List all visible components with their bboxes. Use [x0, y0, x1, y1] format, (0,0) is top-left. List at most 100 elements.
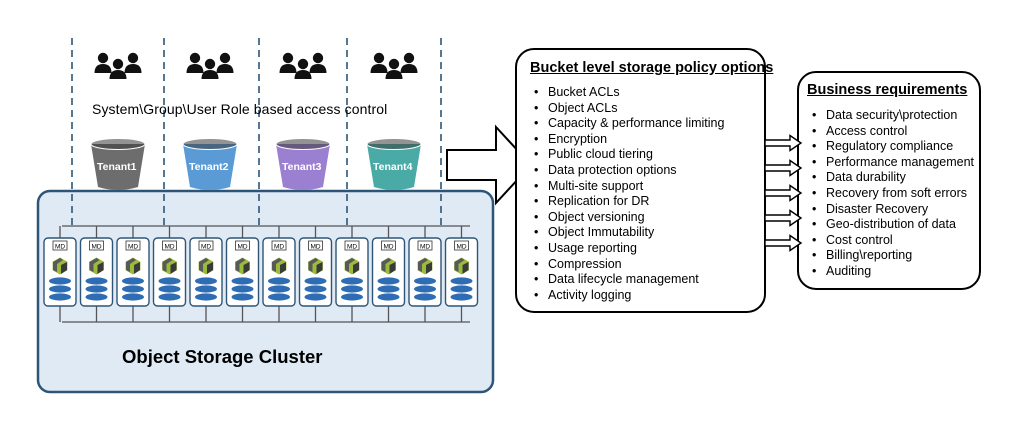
requirement-item: Geo-distribution of data — [810, 217, 974, 233]
policy-item: Data protection options — [532, 163, 724, 179]
user-group-icon — [370, 52, 418, 79]
storage-node: MD — [408, 237, 442, 307]
storage-nodes: MD MD MD MD MD MD MD MD MD MD MD MD — [43, 237, 479, 307]
policy-item: Object ACLs — [532, 101, 724, 117]
svg-text:MD: MD — [91, 244, 101, 251]
policy-item: Multi-site support — [532, 179, 724, 195]
storage-node: MD — [43, 237, 77, 307]
mini-arrow-icon — [764, 234, 803, 252]
requirement-item: Disaster Recovery — [810, 202, 974, 218]
database-icon — [122, 277, 144, 301]
hexagon-icon — [454, 257, 469, 275]
hexagon-icon — [271, 257, 287, 275]
md-badge: MD — [308, 240, 323, 251]
md-badge: MD — [235, 240, 250, 251]
user-group-icon — [186, 52, 234, 79]
database-icon — [377, 277, 400, 301]
md-badge: MD — [89, 240, 104, 251]
policy-item: Capacity & performance limiting — [532, 116, 724, 132]
md-badge: MD — [162, 240, 177, 251]
tenant-separators — [71, 38, 442, 228]
user-group-icon — [279, 52, 327, 79]
hexagon-icon — [235, 257, 250, 275]
storage-node: MD — [189, 237, 223, 307]
requirement-item: Data durability — [810, 170, 974, 186]
access-control-label: System\Group\User Role based access cont… — [92, 101, 388, 117]
policy-to-requirement-arrows — [764, 134, 803, 252]
svg-text:MD: MD — [164, 244, 174, 251]
hexagon-icon — [125, 257, 141, 275]
bucket-icon — [90, 138, 146, 190]
requirement-item: Cost control — [810, 233, 974, 249]
storage-node: MD — [335, 237, 369, 307]
md-badge: MD — [454, 240, 469, 251]
svg-text:MD: MD — [128, 244, 138, 251]
svg-text:MD: MD — [383, 244, 393, 251]
requirements-title: Business requirements — [807, 82, 968, 98]
mini-arrow-icon — [764, 184, 803, 202]
tenant-label: Tenant4 — [373, 161, 413, 173]
policy-item: Activity logging — [532, 288, 724, 304]
svg-text:MD: MD — [201, 244, 211, 251]
policy-item: Replication for DR — [532, 194, 724, 210]
cluster-network — [62, 225, 470, 323]
hexagon-icon — [308, 257, 323, 275]
policy-item: Data lifecycle management — [532, 272, 724, 288]
mini-arrow-icon — [764, 159, 803, 177]
requirement-item: Data security\protection — [810, 108, 974, 124]
md-badge: MD — [125, 240, 141, 251]
user-group-icon — [94, 52, 142, 79]
database-icon — [231, 277, 254, 301]
bucket-icon — [366, 138, 422, 190]
storage-node: MD — [444, 237, 479, 307]
svg-text:MD: MD — [420, 244, 430, 251]
svg-text:MD: MD — [55, 244, 65, 251]
bucket-icon — [182, 138, 238, 190]
policy-item: Bucket ACLs — [532, 85, 724, 101]
tenant-label: Tenant3 — [282, 161, 322, 173]
hexagon-icon — [344, 257, 360, 275]
svg-text:MD: MD — [274, 244, 284, 251]
md-badge: MD — [198, 240, 214, 251]
requirement-item: Recovery from soft errors — [810, 186, 974, 202]
storage-node: MD — [116, 237, 150, 307]
policy-title: Bucket level storage policy options — [530, 60, 774, 76]
hexagon-icon — [381, 257, 396, 275]
arrow-to-policy-icon — [446, 124, 533, 206]
policy-item: Public cloud tiering — [532, 147, 724, 163]
database-icon — [341, 277, 363, 301]
svg-text:MD: MD — [310, 244, 320, 251]
policy-item: Encryption — [532, 132, 724, 148]
database-icon — [450, 277, 473, 301]
requirements-list: Data security\protectionAccess controlRe… — [810, 108, 974, 280]
mini-arrow-icon — [764, 134, 803, 152]
policy-item: Object versioning — [532, 210, 724, 226]
requirement-item: Regulatory compliance — [810, 139, 974, 155]
database-icon — [158, 277, 181, 301]
hexagon-icon — [198, 257, 214, 275]
database-icon — [195, 277, 217, 301]
hexagon-icon — [52, 257, 68, 275]
database-icon — [85, 277, 108, 301]
storage-node: MD — [152, 237, 187, 307]
mini-arrow-icon — [764, 209, 803, 227]
md-badge: MD — [271, 240, 287, 251]
policy-item: Usage reporting — [532, 241, 724, 257]
requirement-item: Performance management — [810, 155, 974, 171]
md-badge: MD — [417, 240, 433, 251]
hexagon-icon — [89, 257, 104, 275]
storage-node: MD — [371, 237, 406, 307]
database-icon — [49, 277, 71, 301]
md-badge: MD — [344, 240, 360, 251]
svg-text:MD: MD — [237, 244, 247, 251]
svg-text:MD: MD — [456, 244, 466, 251]
md-badge: MD — [52, 240, 68, 251]
md-badge: MD — [381, 240, 396, 251]
database-icon — [268, 277, 290, 301]
hexagon-icon — [162, 257, 177, 275]
requirement-item: Billing\reporting — [810, 248, 974, 264]
svg-text:MD: MD — [347, 244, 357, 251]
tenant-label: Tenant1 — [97, 161, 137, 173]
policy-list: Bucket ACLsObject ACLsCapacity & perform… — [532, 85, 724, 303]
requirement-item: Auditing — [810, 264, 974, 280]
